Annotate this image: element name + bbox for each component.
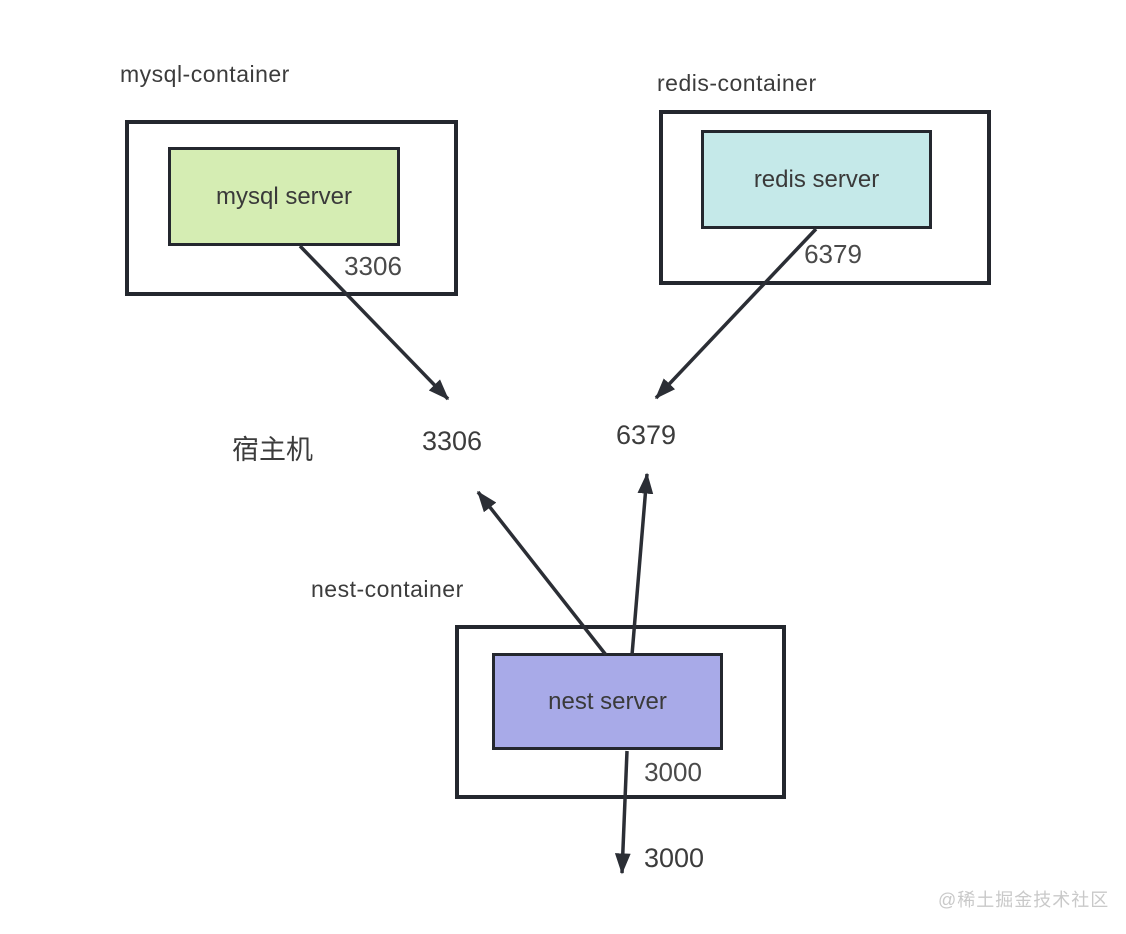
watermark: @稀土掘金技术社区 — [938, 890, 1110, 910]
nest-server-box: nest server — [492, 653, 723, 750]
redis-container-title: redis-container — [657, 70, 817, 96]
host-machine-label: 宿主机 — [232, 435, 313, 465]
nest-container-title: nest-container — [311, 576, 464, 602]
redis-server-box: redis server — [701, 130, 932, 229]
nest-container-port-label: 3000 — [644, 757, 702, 787]
host-port-3306: 3306 — [422, 426, 483, 456]
redis-container-port-label: 6379 — [804, 239, 862, 269]
host-port-6379: 6379 — [616, 420, 677, 450]
mysql-container-port-label: 3306 — [344, 251, 402, 281]
mysql-container-title: mysql-container — [120, 61, 290, 87]
mysql-server-box: mysql server — [168, 147, 400, 246]
host-port-3000: 3000 — [644, 843, 705, 873]
